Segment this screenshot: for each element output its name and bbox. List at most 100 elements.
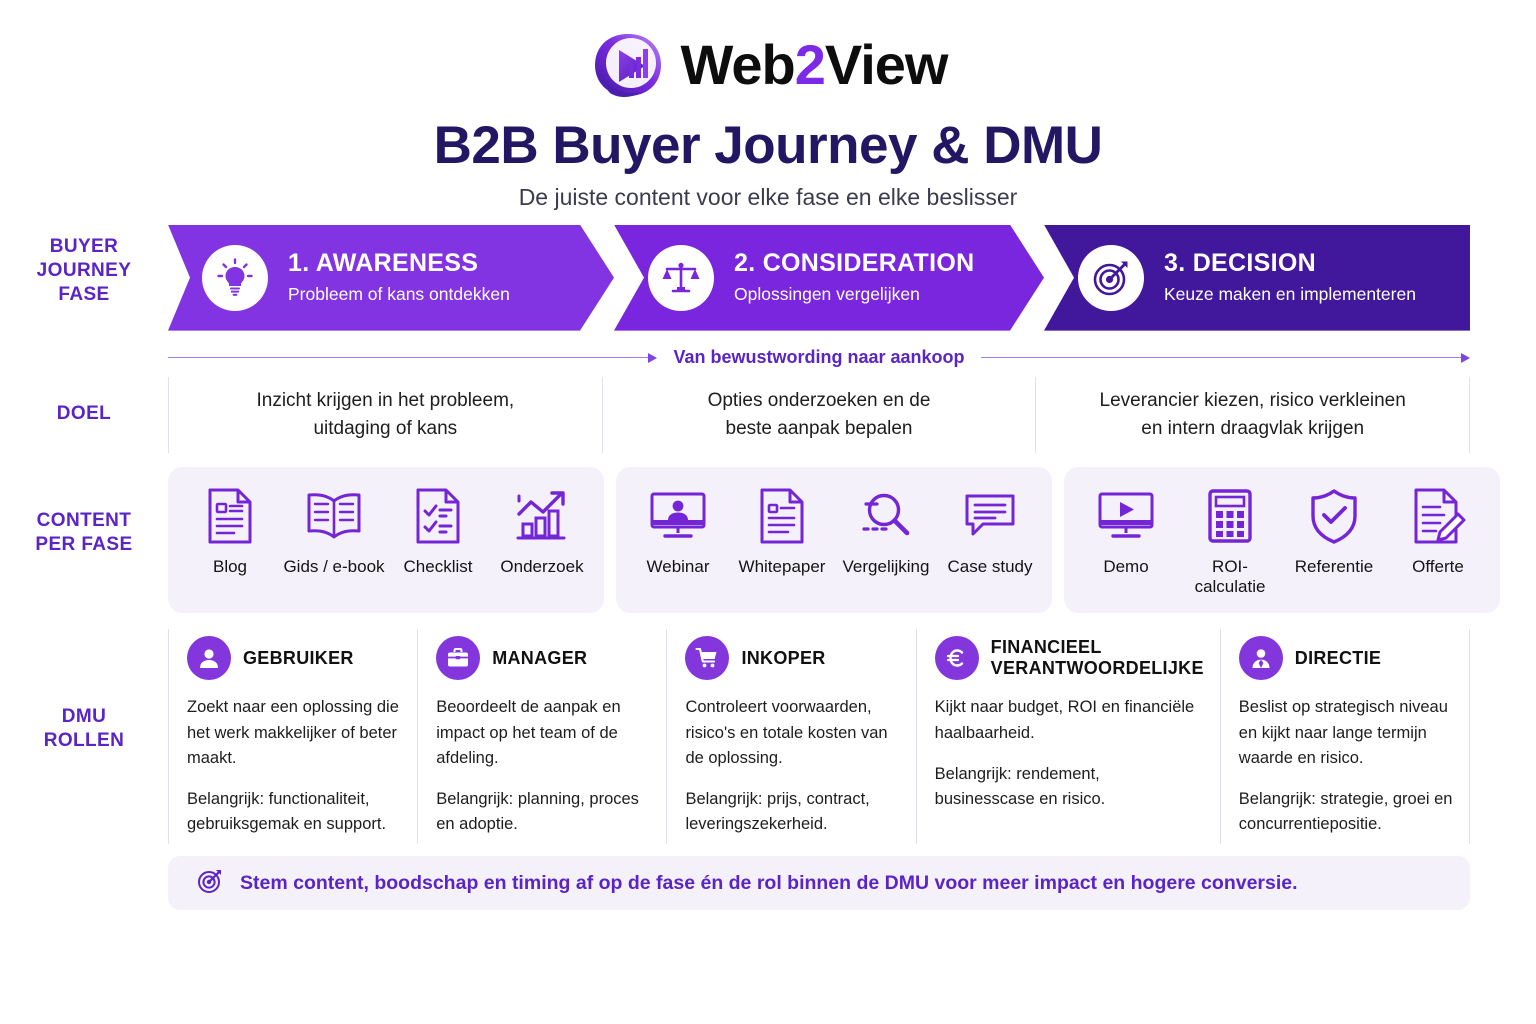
progress-arrow-right-icon (1461, 352, 1470, 363)
content-item-reference[interactable]: Referentie (1282, 485, 1386, 577)
progress-body: Van bewustwording naar aankoop (168, 331, 1536, 375)
content-item-guide-ebook[interactable]: Gids / e-book (282, 485, 386, 577)
lightbulb-icon (202, 245, 268, 311)
content-item-research[interactable]: Onderzoek (490, 485, 594, 577)
monitor-play-icon (1095, 485, 1157, 547)
dmu-role-key: Belangrijk: functionaliteit, gebruiksgem… (187, 789, 387, 833)
dmu-role-cells: GEBRUIKER Zoekt naar een oplossing die h… (168, 629, 1470, 845)
phase-label-line1: BUYER (49, 236, 119, 258)
content-per-phase-label: CONTENT PER FASE (0, 453, 168, 614)
eye-play-chart-logo-icon (589, 26, 667, 104)
content-item-roi-calculator[interactable]: ROI- calculatie (1178, 485, 1282, 598)
dmu-role-gebruiker: GEBRUIKER Zoekt naar een oplossing die h… (168, 629, 417, 845)
content-item-label: Vergelijking (842, 556, 930, 576)
content-item-label: Offerte (1412, 556, 1464, 576)
dmu-role-name-line1: FINANCIEEL (990, 636, 1102, 657)
progress-spacer (0, 331, 168, 375)
content-item-label: Checklist (403, 556, 473, 576)
dmu-role-key: Belangrijk: rendement, businesscase en r… (934, 764, 1106, 808)
brand-name-accent: 2 (794, 33, 826, 96)
phase-banner-body: 1. AWARENESS Probleem of kans ontdekken (168, 211, 1536, 331)
executive-person-icon (1238, 636, 1283, 681)
content-item-whitepaper[interactable]: Whitepaper (730, 485, 834, 577)
footer-text: Stem content, boodschap en timing af op … (240, 871, 1298, 894)
content-cards: Blog Gids / e-book (168, 466, 1500, 614)
content-label-line1: CONTENT (36, 510, 132, 532)
buyer-journey-phase-row: BUYER JOURNEY FASE (0, 211, 1536, 331)
brand-name-part1: Web (680, 33, 796, 96)
dmu-role-key: Belangrijk: strategie, groei en concurre… (1238, 789, 1453, 833)
content-item-label: Onderzoek (500, 556, 584, 576)
goal-cell: Opties onderzoeken en de beste aanpak be… (601, 376, 1036, 453)
phase-consideration[interactable]: 2. CONSIDERATION Oplossingen vergelijken (614, 225, 1044, 331)
calculator-icon (1206, 485, 1254, 547)
goal-line2: beste aanpak bepalen (725, 417, 913, 439)
content-card-awareness: Blog Gids / e-book (168, 466, 604, 614)
dmu-role-header: FINANCIEEL VERANTWOORDELIJKE (934, 635, 1204, 681)
phase-banner: 1. AWARENESS Probleem of kans ontdekken (168, 224, 1470, 331)
content-card-consideration: Webinar (616, 466, 1052, 614)
progress-line-right (980, 356, 1462, 359)
document-pencil-icon (1410, 485, 1466, 547)
dmu-role-name: MANAGER (492, 647, 588, 668)
open-book-icon (303, 485, 365, 547)
dmu-role-manager: MANAGER Beoordeelt de aanpak en impact o… (417, 629, 666, 845)
phase-label-line2: JOURNEY (36, 259, 132, 281)
growth-chart-icon (513, 485, 571, 547)
goal-cell: Leverancier kiezen, risico verkleinen en… (1035, 376, 1471, 453)
dmu-role-name: DIRECTIE (1294, 647, 1382, 668)
content-item-comparison[interactable]: Vergelijking (834, 485, 938, 577)
dmu-role-description: Beslist op strategisch niveau en kijkt n… (1238, 698, 1448, 767)
dmu-label-line1: DMU (61, 706, 107, 728)
content-item-blog[interactable]: Blog (178, 485, 282, 577)
content-item-case-study[interactable]: Case study (938, 485, 1042, 577)
content-item-label-line2: calculatie (1194, 577, 1266, 597)
content-item-quote[interactable]: Offerte (1386, 485, 1490, 577)
footer-callout: Stem content, boodschap en timing af op … (168, 856, 1470, 911)
target-dart-icon (1078, 244, 1144, 311)
phase-label-line3: FASE (58, 283, 110, 305)
progress-arrow-row: Van bewustwording naar aankoop (0, 331, 1536, 375)
goal-line1: Opties onderzoeken en de (707, 390, 931, 412)
phase-title: 3. DECISION (1164, 248, 1316, 277)
dmu-role-header: GEBRUIKER (187, 635, 401, 681)
euro-currency-icon (934, 636, 979, 681)
content-item-demo[interactable]: Demo (1074, 485, 1178, 577)
goal-row: DOEL Inzicht krijgen in het probleem, ui… (0, 375, 1536, 453)
brand-logo: Web2View (0, 0, 1536, 104)
content-item-webinar[interactable]: Webinar (626, 485, 730, 577)
content-item-label: Whitepaper (738, 556, 826, 576)
phase-subtitle: Probleem of kans ontdekken (288, 284, 510, 305)
dmu-role-header: DIRECTIE (1238, 635, 1453, 681)
dmu-role-name: INKOPER (741, 647, 826, 668)
goal-line1: Leverancier kiezen, risico verkleinen (1099, 390, 1406, 412)
goal-body: Inzicht krijgen in het probleem, uitdagi… (168, 375, 1536, 453)
progress-label: Van bewustwording naar aankoop (673, 347, 965, 368)
brand-name: Web2View (681, 37, 949, 93)
shopping-cart-icon (685, 636, 730, 681)
content-label-line2: PER FASE (35, 534, 133, 556)
content-item-checklist[interactable]: Checklist (386, 485, 490, 577)
dmu-role-directie: DIRECTIE Beslist op strategisch niveau e… (1219, 629, 1470, 845)
dmu-role-description: Zoekt naar een oplossing die het werk ma… (187, 698, 399, 767)
goal-line2: en intern draagvlak krijgen (1141, 417, 1365, 439)
speech-bubble-icon (961, 485, 1019, 547)
dmu-role-description: Controleert voorwaarden, risico's en tot… (685, 698, 888, 767)
phase-awareness[interactable]: 1. AWARENESS Probleem of kans ontdekken (168, 225, 614, 331)
goal-line2: uitdaging of kans (313, 417, 458, 439)
phase-subtitle: Keuze maken en implementeren (1164, 284, 1416, 305)
progress-line-left (168, 356, 650, 359)
content-item-label: Case study (947, 556, 1033, 576)
dmu-role-description: Kijkt naar budget, ROI en financiële haa… (934, 698, 1195, 742)
dmu-role-description: Beoordeelt de aanpak en impact op het te… (436, 698, 621, 767)
page-title: B2B Buyer Journey & DMU (433, 116, 1103, 175)
content-card-decision: Demo (1064, 466, 1500, 614)
phase-subtitle: Oplossingen vergelijken (734, 284, 920, 305)
phase-decision[interactable]: 3. DECISION Keuze maken en implementeren (1044, 224, 1470, 331)
dmu-role-header: INKOPER (685, 635, 899, 681)
content-item-label: Blog (212, 556, 248, 576)
progress-indicator: Van bewustwording naar aankoop (168, 341, 1470, 375)
checklist-document-icon (412, 485, 464, 547)
progress-arrow-left-icon (648, 352, 658, 363)
